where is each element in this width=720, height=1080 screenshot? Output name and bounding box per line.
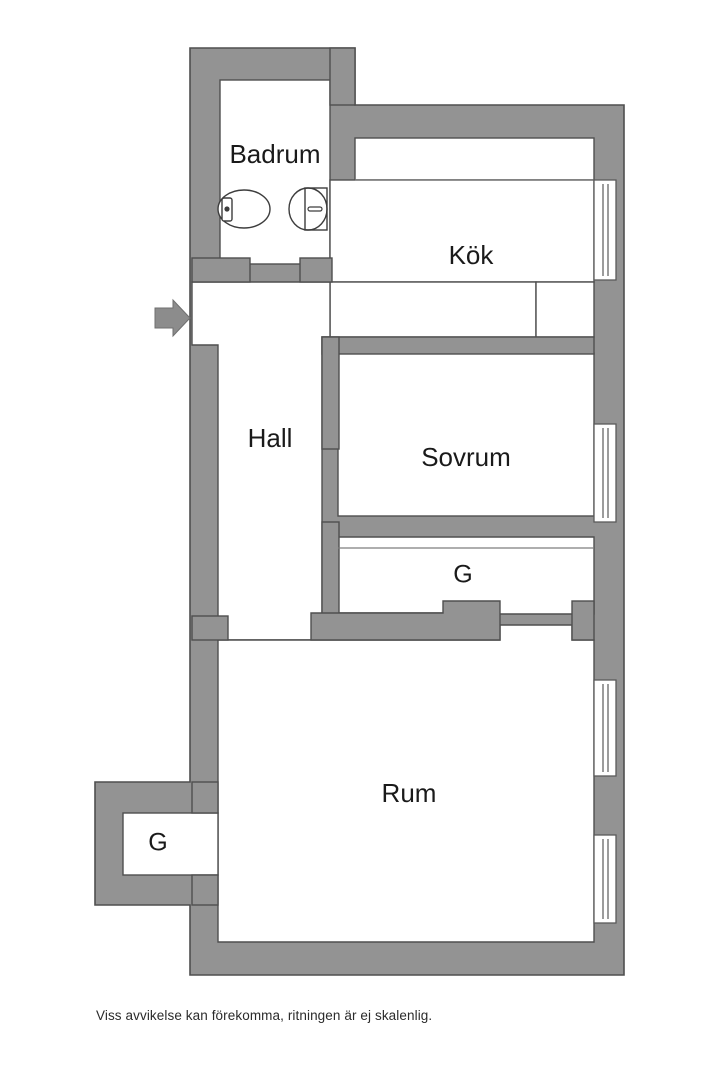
room-area-kok-upper [354, 137, 595, 181]
window-kok [593, 179, 617, 281]
room-label-sovrum: Sovrum [421, 442, 511, 472]
room-area-kok-main [329, 179, 595, 283]
wall-top-step [329, 47, 356, 106]
wall-stub-garderob-hall-bottom [191, 874, 219, 906]
wall-hall-right-stub [191, 615, 229, 641]
room-area-badrum [219, 79, 331, 265]
room-area-sovrum [337, 352, 595, 517]
toilet-icon [217, 189, 271, 229]
wall-stub-garderob-hall-top [191, 781, 219, 814]
room-label-badrum: Badrum [229, 139, 320, 169]
window-rum-2 [593, 834, 617, 924]
wall-sovrum-left-upper [321, 336, 340, 450]
kitchen-cabinet [535, 281, 595, 338]
room-area-garderob-hall [122, 812, 219, 876]
wall-stub-badrum-left [191, 257, 251, 283]
room-label-garderob-hall: G [148, 829, 167, 857]
room-label-rum: Rum [382, 778, 437, 808]
room-area-kok-lower [329, 281, 537, 338]
wall-garderob-right-return [571, 600, 595, 641]
entry-arrow-icon [154, 298, 191, 338]
room-label-garderob-sovrum: G [453, 561, 472, 589]
wall-stub-badrum-right [299, 257, 333, 283]
wall-kok-sovrum [321, 336, 595, 355]
room-labels: Badrum Kök Hall Sovrum G Rum G [148, 139, 511, 857]
windows [593, 179, 617, 924]
room-label-hall: Hall [248, 423, 293, 453]
disclaimer-caption: Viss avvikelse kan förekomma, ritningen … [96, 1008, 433, 1023]
window-rum-1 [593, 679, 617, 777]
wall-garderob-rum-divider [310, 600, 501, 641]
sink-icon [288, 187, 328, 231]
room-label-kok: Kök [449, 240, 495, 270]
wall-structure [94, 47, 625, 976]
window-sovrum [593, 423, 617, 523]
wall-sovrum-left-lower [321, 521, 340, 624]
bathroom-fixtures [217, 187, 328, 231]
